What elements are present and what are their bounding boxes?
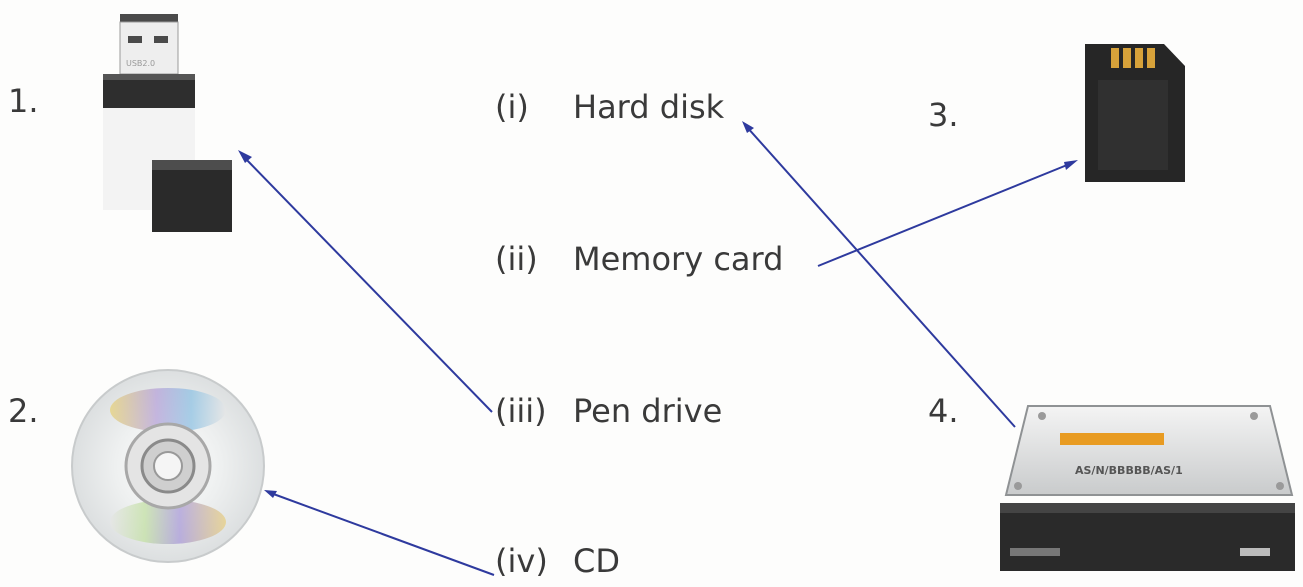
- term-label: CD: [573, 542, 620, 580]
- arrow-memory-card: [1064, 160, 1078, 170]
- term-cd: (iv) CD: [495, 542, 620, 580]
- line-hard-disk: [745, 125, 1016, 428]
- line-memory-card: [817, 162, 1073, 267]
- cd-icon: [71, 369, 265, 563]
- line-pen-drive: [242, 155, 493, 413]
- term-label: Hard disk: [573, 88, 725, 126]
- term-pen-drive: (iii) Pen drive: [495, 392, 722, 430]
- term-roman: (iv): [495, 542, 548, 580]
- term-label: Pen drive: [573, 392, 723, 430]
- hard-disk-icon: AS/N/BBBBB/AS/1: [1000, 405, 1295, 571]
- arrow-pen-drive: [238, 150, 252, 163]
- hdd-label: AS/N/BBBBB/AS/1: [1075, 464, 1183, 477]
- term-roman: (ii): [495, 240, 538, 278]
- item-number-3: 3.: [928, 96, 959, 134]
- arrow-cd: [264, 490, 277, 498]
- item-number-1: 1.: [8, 82, 39, 120]
- term-memory-card: (ii) Memory card: [495, 240, 783, 278]
- term-hard-disk: (i) Hard disk: [495, 88, 724, 126]
- pen-drive-icon: USB2.0: [103, 14, 232, 232]
- term-roman: (i): [495, 88, 529, 126]
- term-roman: (iii): [495, 392, 547, 430]
- usb-label: USB2.0: [126, 59, 155, 68]
- memory-card-icon: [1085, 44, 1185, 182]
- term-label: Memory card: [573, 240, 784, 278]
- line-cd: [267, 491, 495, 576]
- item-number-4: 4.: [928, 392, 959, 430]
- item-number-2: 2.: [8, 392, 39, 430]
- arrow-hard-disk: [742, 121, 754, 133]
